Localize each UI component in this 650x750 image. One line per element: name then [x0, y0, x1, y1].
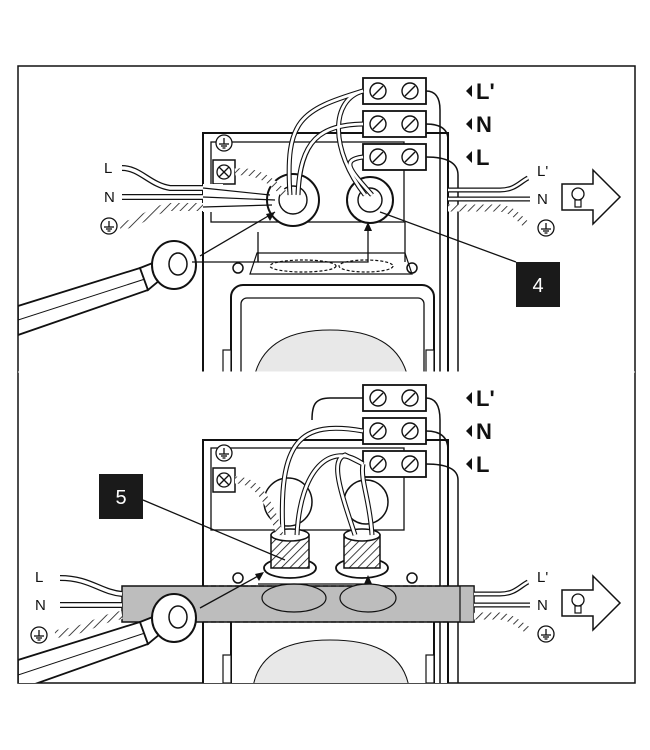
wire-label-l-prime: L'	[537, 569, 548, 586]
left-cable	[119, 165, 276, 230]
screwdriver-icon	[18, 240, 197, 336]
screwdriver-icon	[18, 593, 197, 683]
right-cable	[474, 579, 530, 634]
terminal-block	[311, 384, 459, 505]
left-cable	[54, 575, 123, 638]
terminal-label-n: N	[476, 419, 492, 444]
wire-label-l: L	[104, 160, 112, 177]
terminal-label-l: L	[476, 452, 489, 477]
wire-label-n: N	[104, 189, 115, 206]
terminal-labels-bottom: L' N L	[466, 386, 495, 477]
lamp-arrow-icon	[561, 168, 622, 226]
callout-badge-4: 4	[516, 262, 560, 307]
wire-label-l-prime: L'	[537, 163, 548, 180]
lamp-arrow-icon	[561, 574, 622, 632]
earth-icon	[215, 134, 233, 152]
earth-icon	[537, 219, 555, 237]
earth-icon	[537, 625, 555, 643]
terminal-label-n: N	[476, 112, 492, 137]
terminal-screw-icon	[212, 467, 236, 493]
terminal-labels-top: L' N L	[466, 79, 495, 170]
terminal-label-l-prime: L'	[476, 386, 495, 411]
wire-label-n: N	[537, 191, 548, 208]
earth-icon	[30, 626, 48, 644]
callout-number: 5	[115, 487, 126, 509]
earth-icon	[215, 444, 233, 462]
terminal-block	[362, 77, 459, 200]
wire-label-n: N	[537, 597, 548, 614]
terminal-label-l: L	[476, 145, 489, 170]
wire-label-n: N	[35, 597, 46, 614]
right-cable	[448, 175, 531, 229]
earth-icon	[100, 217, 118, 235]
left-wire-labels-top: L N	[100, 160, 118, 235]
grommet-left	[263, 528, 317, 579]
wire-label-l: L	[35, 569, 43, 586]
panel-bottom	[18, 384, 530, 683]
callout-number: 4	[532, 275, 543, 297]
terminal-screw-icon	[212, 159, 236, 185]
right-wire-labels-top: L' N	[537, 163, 555, 237]
callout-badge-5: 5	[99, 474, 143, 519]
right-wire-labels-bottom: L' N	[537, 569, 555, 643]
panel-top	[18, 77, 531, 372]
terminal-label-l-prime: L'	[476, 79, 495, 104]
grommet-right	[335, 528, 389, 579]
left-wire-labels-bottom: L N	[30, 569, 48, 644]
